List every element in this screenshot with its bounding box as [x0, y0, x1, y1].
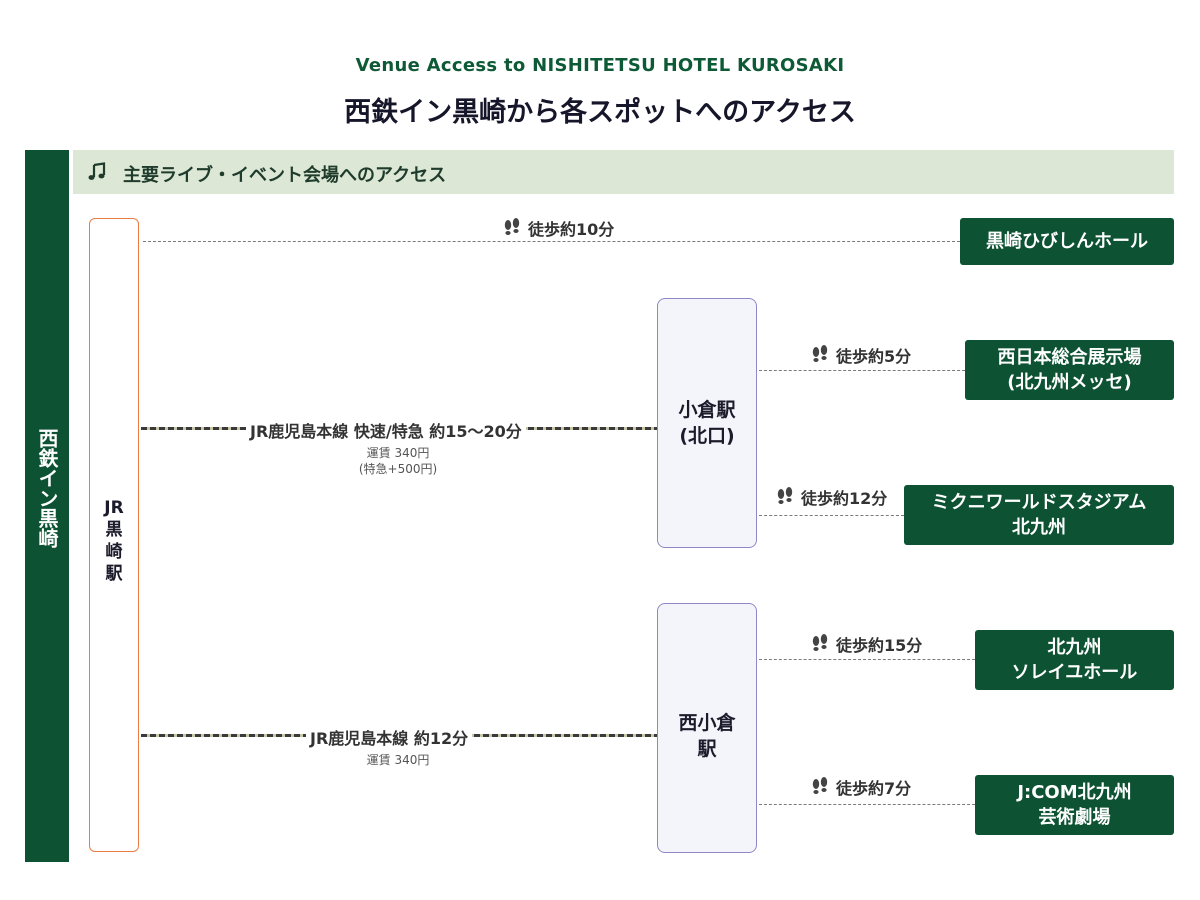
- section-title: 主要ライブ・イベント会場へのアクセス: [123, 165, 447, 186]
- nishikokura-station-label: 西小倉 駅: [678, 712, 736, 760]
- fare-nishikokura: 運賃 340円: [366, 753, 430, 767]
- walk-line-hibishin: [143, 241, 960, 242]
- hotel-name: 西鉄イン黒崎: [35, 428, 59, 548]
- walk-time: 徒歩約7分: [836, 779, 912, 798]
- walk-line-messe: [759, 370, 965, 371]
- footprints-icon: [777, 487, 793, 504]
- page-subtitle: Venue Access to NISHITETSU HOTEL KUROSAK…: [355, 55, 845, 76]
- venue-jcom-theater[interactable]: J:COM北九州 芸術劇場: [975, 775, 1174, 835]
- walk-time: 徒歩約12分: [801, 489, 888, 508]
- kokura-station: 小倉駅 (北口): [657, 298, 757, 548]
- walk-line-jcom: [759, 804, 975, 805]
- rail-label-kokura: JR鹿児島本線 快速/特急 約15〜20分: [246, 418, 526, 442]
- walk-label-jcom: 徒歩約7分: [806, 775, 916, 799]
- footprints-icon: [504, 218, 520, 235]
- page-title: 西鉄イン黒崎から各スポットへのアクセス: [344, 97, 856, 128]
- hotel-sidebar: 西鉄イン黒崎: [25, 150, 69, 862]
- walk-label-messe: 徒歩約5分: [806, 343, 916, 367]
- jr-kurosaki-station: JR 黒 崎 駅: [89, 218, 139, 852]
- walk-line-soleil: [759, 659, 975, 660]
- walk-time: 徒歩約5分: [836, 347, 912, 366]
- footprints-icon: [812, 345, 828, 362]
- kokura-station-label: 小倉駅 (北口): [678, 399, 736, 447]
- venue-mikuni-world-stadium[interactable]: ミクニワールドスタジアム 北九州: [904, 485, 1174, 545]
- nishikokura-station: 西小倉 駅: [657, 603, 757, 853]
- walk-line-mikuni: [759, 515, 904, 516]
- walk-label-mikuni: 徒歩約12分: [771, 485, 892, 509]
- walk-time: 徒歩約10分: [528, 220, 615, 239]
- music-note-icon: [88, 162, 106, 180]
- jr-kurosaki-label: JR 黒 崎 駅: [104, 498, 124, 584]
- venue-kitakyushu-messe[interactable]: 西日本総合展示場 (北九州メッセ): [965, 340, 1174, 400]
- section-header: 主要ライブ・イベント会場へのアクセス: [73, 150, 1174, 194]
- walk-label-soleil: 徒歩約15分: [806, 632, 927, 656]
- rail-label-nishikokura: JR鹿児島本線 約12分: [306, 725, 473, 749]
- venue-soleil-hall[interactable]: 北九州 ソレイユホール: [975, 630, 1174, 690]
- venue-hibishin-hall[interactable]: 黒崎ひびしんホール: [960, 218, 1174, 265]
- fare-kokura: 運賃 340円 (特急+500円): [358, 446, 438, 476]
- walk-time: 徒歩約15分: [836, 636, 923, 655]
- footprints-icon: [812, 634, 828, 651]
- footprints-icon: [812, 777, 828, 794]
- walk-label-hibishin: 徒歩約10分: [498, 216, 619, 240]
